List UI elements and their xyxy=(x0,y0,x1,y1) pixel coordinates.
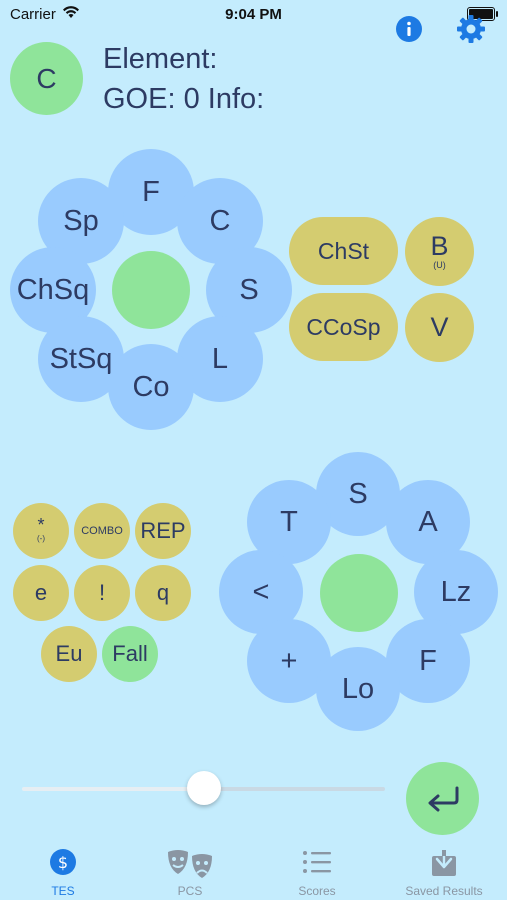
wifi-icon xyxy=(62,5,80,23)
list-icon xyxy=(301,848,333,881)
slider-thumb[interactable] xyxy=(187,771,221,805)
element-badge-label: C xyxy=(36,62,57,94)
status-bar: Carrier 9:04 PM xyxy=(0,0,507,30)
chst-button[interactable]: ChSt xyxy=(289,217,398,285)
element-label: Element: xyxy=(103,43,218,75)
tab-tes-label: TES xyxy=(51,884,75,898)
dollar-icon: $ xyxy=(49,848,77,881)
v-button[interactable]: V xyxy=(405,293,474,362)
goe-label: GOE: 0 Info: xyxy=(103,83,265,115)
wheel-bottom-F[interactable]: F xyxy=(386,619,470,703)
settings-button[interactable] xyxy=(455,13,487,45)
element-badge: C xyxy=(10,42,83,115)
exclamation-button[interactable]: ! xyxy=(74,565,130,621)
return-arrow-icon xyxy=(428,786,458,811)
tab-bar: $ TES PCS S xyxy=(0,840,507,900)
svg-text:$: $ xyxy=(58,853,68,872)
slider-track-filled xyxy=(22,787,205,791)
wheel-top-center[interactable] xyxy=(112,251,190,329)
slider-track-empty xyxy=(205,787,385,791)
tab-saved-results-label: Saved Results xyxy=(405,884,483,898)
tab-pcs[interactable]: PCS xyxy=(127,840,253,900)
info-button[interactable] xyxy=(395,15,423,43)
wheel-bottom-Lo[interactable]: Lo xyxy=(316,647,400,731)
eu-button[interactable]: Eu xyxy=(41,626,97,682)
download-tray-icon xyxy=(429,848,459,883)
clock: 9:04 PM xyxy=(225,6,282,23)
star-button[interactable]: * (-) xyxy=(13,503,69,559)
wheel-bottom-center[interactable] xyxy=(320,554,398,632)
carrier-label: Carrier xyxy=(10,6,56,23)
tab-scores-label: Scores xyxy=(298,884,336,898)
tab-pcs-label: PCS xyxy=(177,884,203,898)
e-button[interactable]: e xyxy=(13,565,69,621)
wheel-bottom-plus[interactable]: + xyxy=(247,619,331,703)
gear-icon xyxy=(457,15,485,43)
ccosp-button[interactable]: CCoSp xyxy=(289,293,398,361)
tab-scores[interactable]: Scores xyxy=(254,840,380,900)
tab-saved-results[interactable]: Saved Results xyxy=(381,840,507,900)
wheel-top-Co[interactable]: Co xyxy=(108,344,194,430)
combo-button[interactable]: COMBO xyxy=(74,503,130,559)
rep-button[interactable]: REP xyxy=(135,503,191,559)
tab-tes[interactable]: $ TES xyxy=(0,840,126,900)
theater-masks-icon xyxy=(166,848,214,885)
fall-button[interactable]: Fall xyxy=(102,626,158,682)
info-icon xyxy=(396,16,422,42)
q-button[interactable]: q xyxy=(135,565,191,621)
b-button[interactable]: B (U) xyxy=(405,217,474,286)
enter-button[interactable] xyxy=(406,762,479,835)
